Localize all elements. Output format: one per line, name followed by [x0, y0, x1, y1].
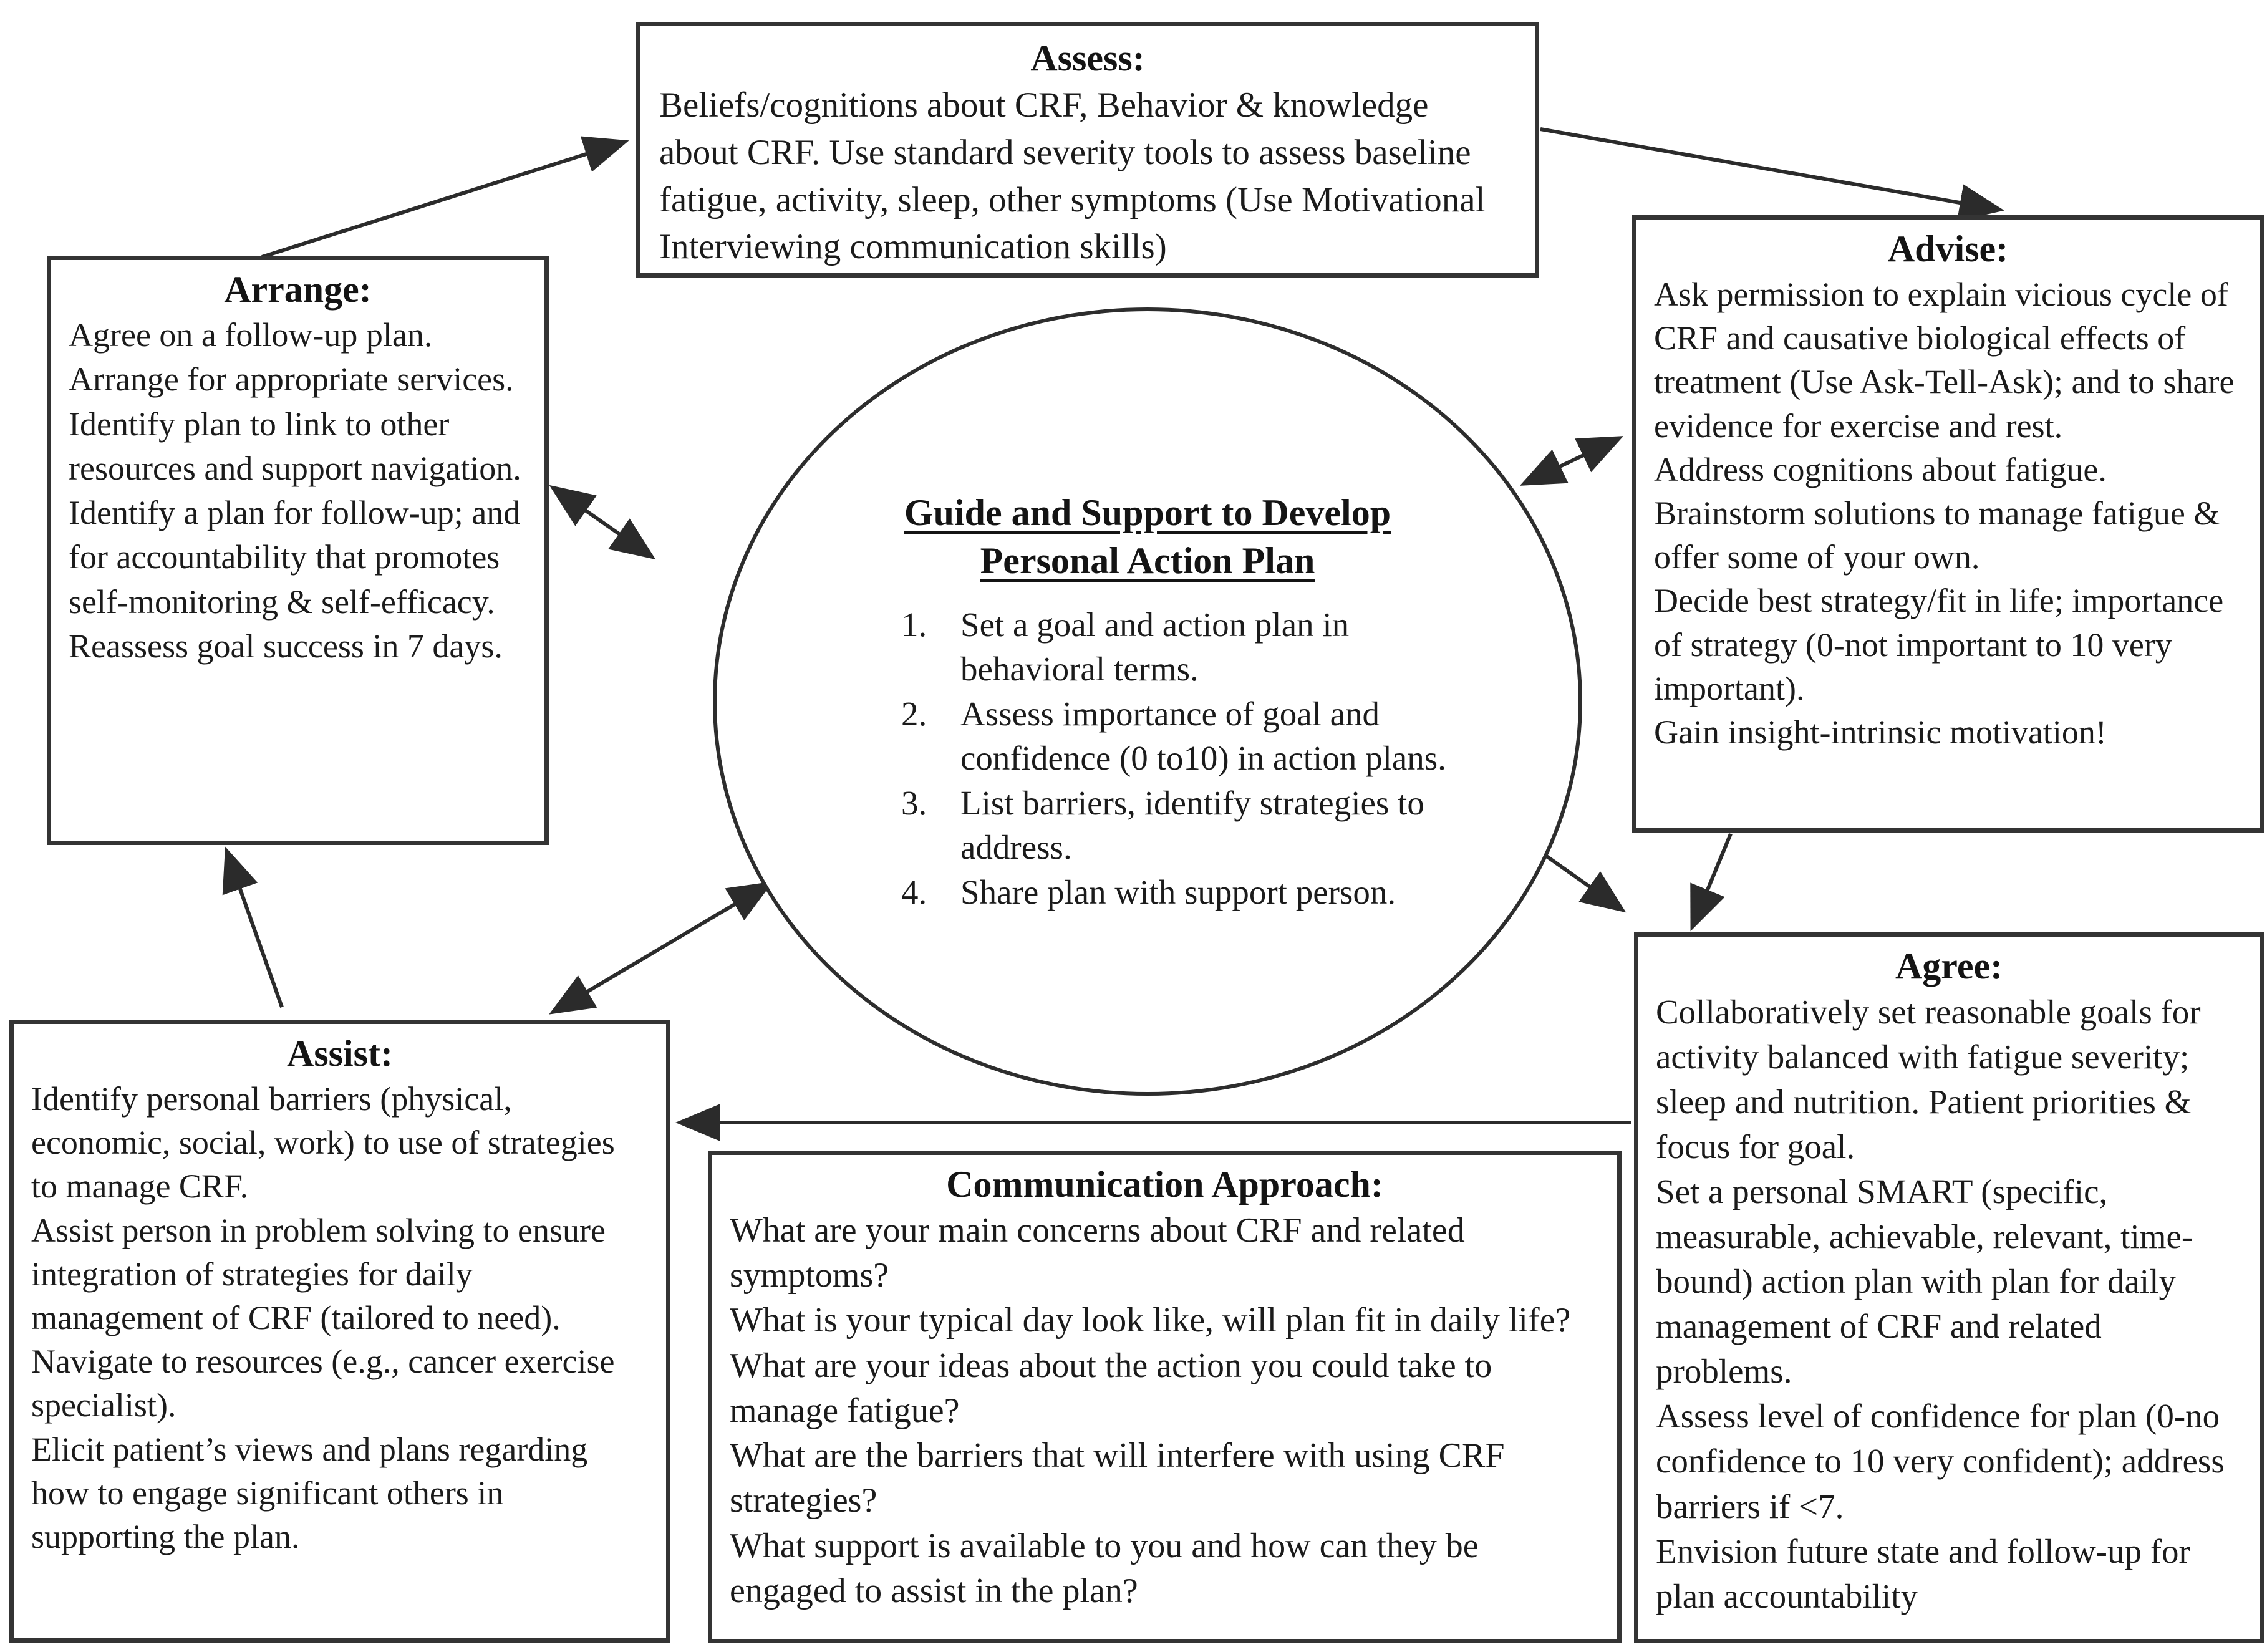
- paragraph: Identify plan to link to other resources…: [69, 405, 521, 487]
- paragraph: What are your ideas about the action you…: [730, 1346, 1492, 1430]
- circle-list-item: 3. List barriers, identify strategies to …: [901, 781, 1459, 870]
- paragraph: Brainstorm solutions to manage fatigue &…: [1654, 494, 2220, 576]
- arrow-assist-to-arrange: [222, 846, 284, 1008]
- arrange-box: Arrange: Agree on a follow-up plan. Arran…: [47, 256, 549, 845]
- circle-content: Guide and Support to Develop Personal Ac…: [836, 489, 1459, 914]
- arrange-body: Agree on a follow-up plan. Arrange for ap…: [69, 313, 527, 669]
- circle-numbered-list: 1. Set a goal and action plan in behavior…: [836, 602, 1459, 915]
- list-item-number: 3.: [901, 783, 927, 822]
- paragraph: Address cognitions about fatigue.: [1654, 450, 2107, 488]
- assess-box: Assess: Beliefs/cognitions about CRF, Be…: [636, 22, 1539, 278]
- list-item-number: 4.: [901, 872, 927, 911]
- paragraph: Identify personal barriers (physical, ec…: [31, 1080, 615, 1205]
- paragraph: Agree on a follow-up plan.: [69, 316, 433, 354]
- circle-list-item: 2. Assess importance of goal and confiden…: [901, 692, 1459, 781]
- paragraph: What support is available to you and how…: [730, 1526, 1479, 1610]
- assess-body: Beliefs/cognitions about CRF, Behavior &…: [659, 82, 1516, 271]
- personal-action-plan-circle: Guide and Support to Develop Personal Ac…: [713, 307, 1582, 1096]
- circle-list-item: 1. Set a goal and action plan in behavior…: [901, 602, 1459, 692]
- communication-title: Communication Approach:: [946, 1164, 1383, 1205]
- paragraph: Assist person in problem solving to ensu…: [31, 1211, 606, 1336]
- agree-box: Agree: Collaboratively set reasonable go…: [1634, 932, 2264, 1643]
- arrow-assess-to-advise: [1540, 127, 2004, 221]
- paragraph: Assess level of confidence for plan (0-n…: [1656, 1397, 2225, 1525]
- paragraph: What are your main concerns about CRF an…: [730, 1211, 1465, 1295]
- circle-title: Guide and Support to Develop Personal Ac…: [904, 491, 1391, 581]
- assist-body: Identify personal barriers (physical, ec…: [31, 1077, 649, 1558]
- advise-box: Advise: Ask permission to explain viciou…: [1632, 215, 2264, 833]
- advise-title: Advise:: [1887, 228, 2009, 269]
- paragraph: Collaboratively set reasonable goals for…: [1656, 993, 2201, 1166]
- paragraph: Navigate to resources (e.g., cancer exer…: [31, 1343, 615, 1424]
- list-item-number: 2.: [901, 694, 927, 733]
- arrange-title: Arrange:: [224, 269, 372, 310]
- paragraph: Beliefs/cognitions about CRF, Behavior &…: [659, 85, 1486, 267]
- paragraph: Ask permission to explain vicious cycle …: [1654, 276, 2235, 445]
- list-item-number: 1.: [901, 605, 927, 644]
- arrow-arrange-circle-bidirectional: [549, 485, 656, 560]
- paragraph: What are the barriers that will interfer…: [730, 1436, 1505, 1520]
- list-item-text: Assess importance of goal and confidence…: [960, 694, 1446, 778]
- circle-list-item: 4. Share plan with support person.: [901, 870, 1459, 915]
- paragraph: Gain insight-intrinsic motivation!: [1654, 713, 2107, 751]
- agree-title: Agree:: [1895, 945, 2003, 987]
- list-item-text: List barriers, identify strategies to ad…: [960, 783, 1424, 867]
- arrow-circle-advise-bidirectional: [1519, 436, 1624, 486]
- list-item-text: Share plan with support person.: [960, 872, 1396, 911]
- communication-approach-box: Communication Approach: What are your ma…: [708, 1151, 1622, 1643]
- assist-title: Assist:: [286, 1033, 393, 1074]
- arrow-arrange-to-assess: [261, 136, 629, 259]
- agree-body: Collaboratively set reasonable goals for…: [1656, 990, 2242, 1619]
- paragraph: What is your typical day look like, will…: [730, 1301, 1571, 1340]
- advise-body: Ask permission to explain vicious cycle …: [1654, 273, 2242, 754]
- list-item-text: Set a goal and action plan in behavioral…: [960, 605, 1350, 688]
- arrow-advise-to-agree: [1690, 833, 1733, 932]
- paragraph: Reassess goal success in 7 days.: [69, 627, 503, 665]
- paragraph: Envision future state and follow-up for …: [1656, 1532, 2190, 1615]
- paragraph: Elicit patient’s views and plans regardi…: [31, 1430, 588, 1555]
- arrow-circle-assist-bidirectional: [549, 881, 773, 1015]
- paragraph: Set a personal SMART (specific, measurab…: [1656, 1172, 2193, 1391]
- paragraph: Arrange for appropriate services.: [69, 360, 514, 399]
- paragraph: Decide best strategy/fit in life; import…: [1654, 582, 2224, 707]
- communication-body: What are your main concerns about CRF an…: [730, 1208, 1600, 1613]
- assess-title: Assess:: [1030, 37, 1145, 79]
- assist-box: Assist: Identify personal barriers (phys…: [9, 1020, 670, 1643]
- paragraph: Identify a plan for follow-up; and for a…: [69, 494, 521, 621]
